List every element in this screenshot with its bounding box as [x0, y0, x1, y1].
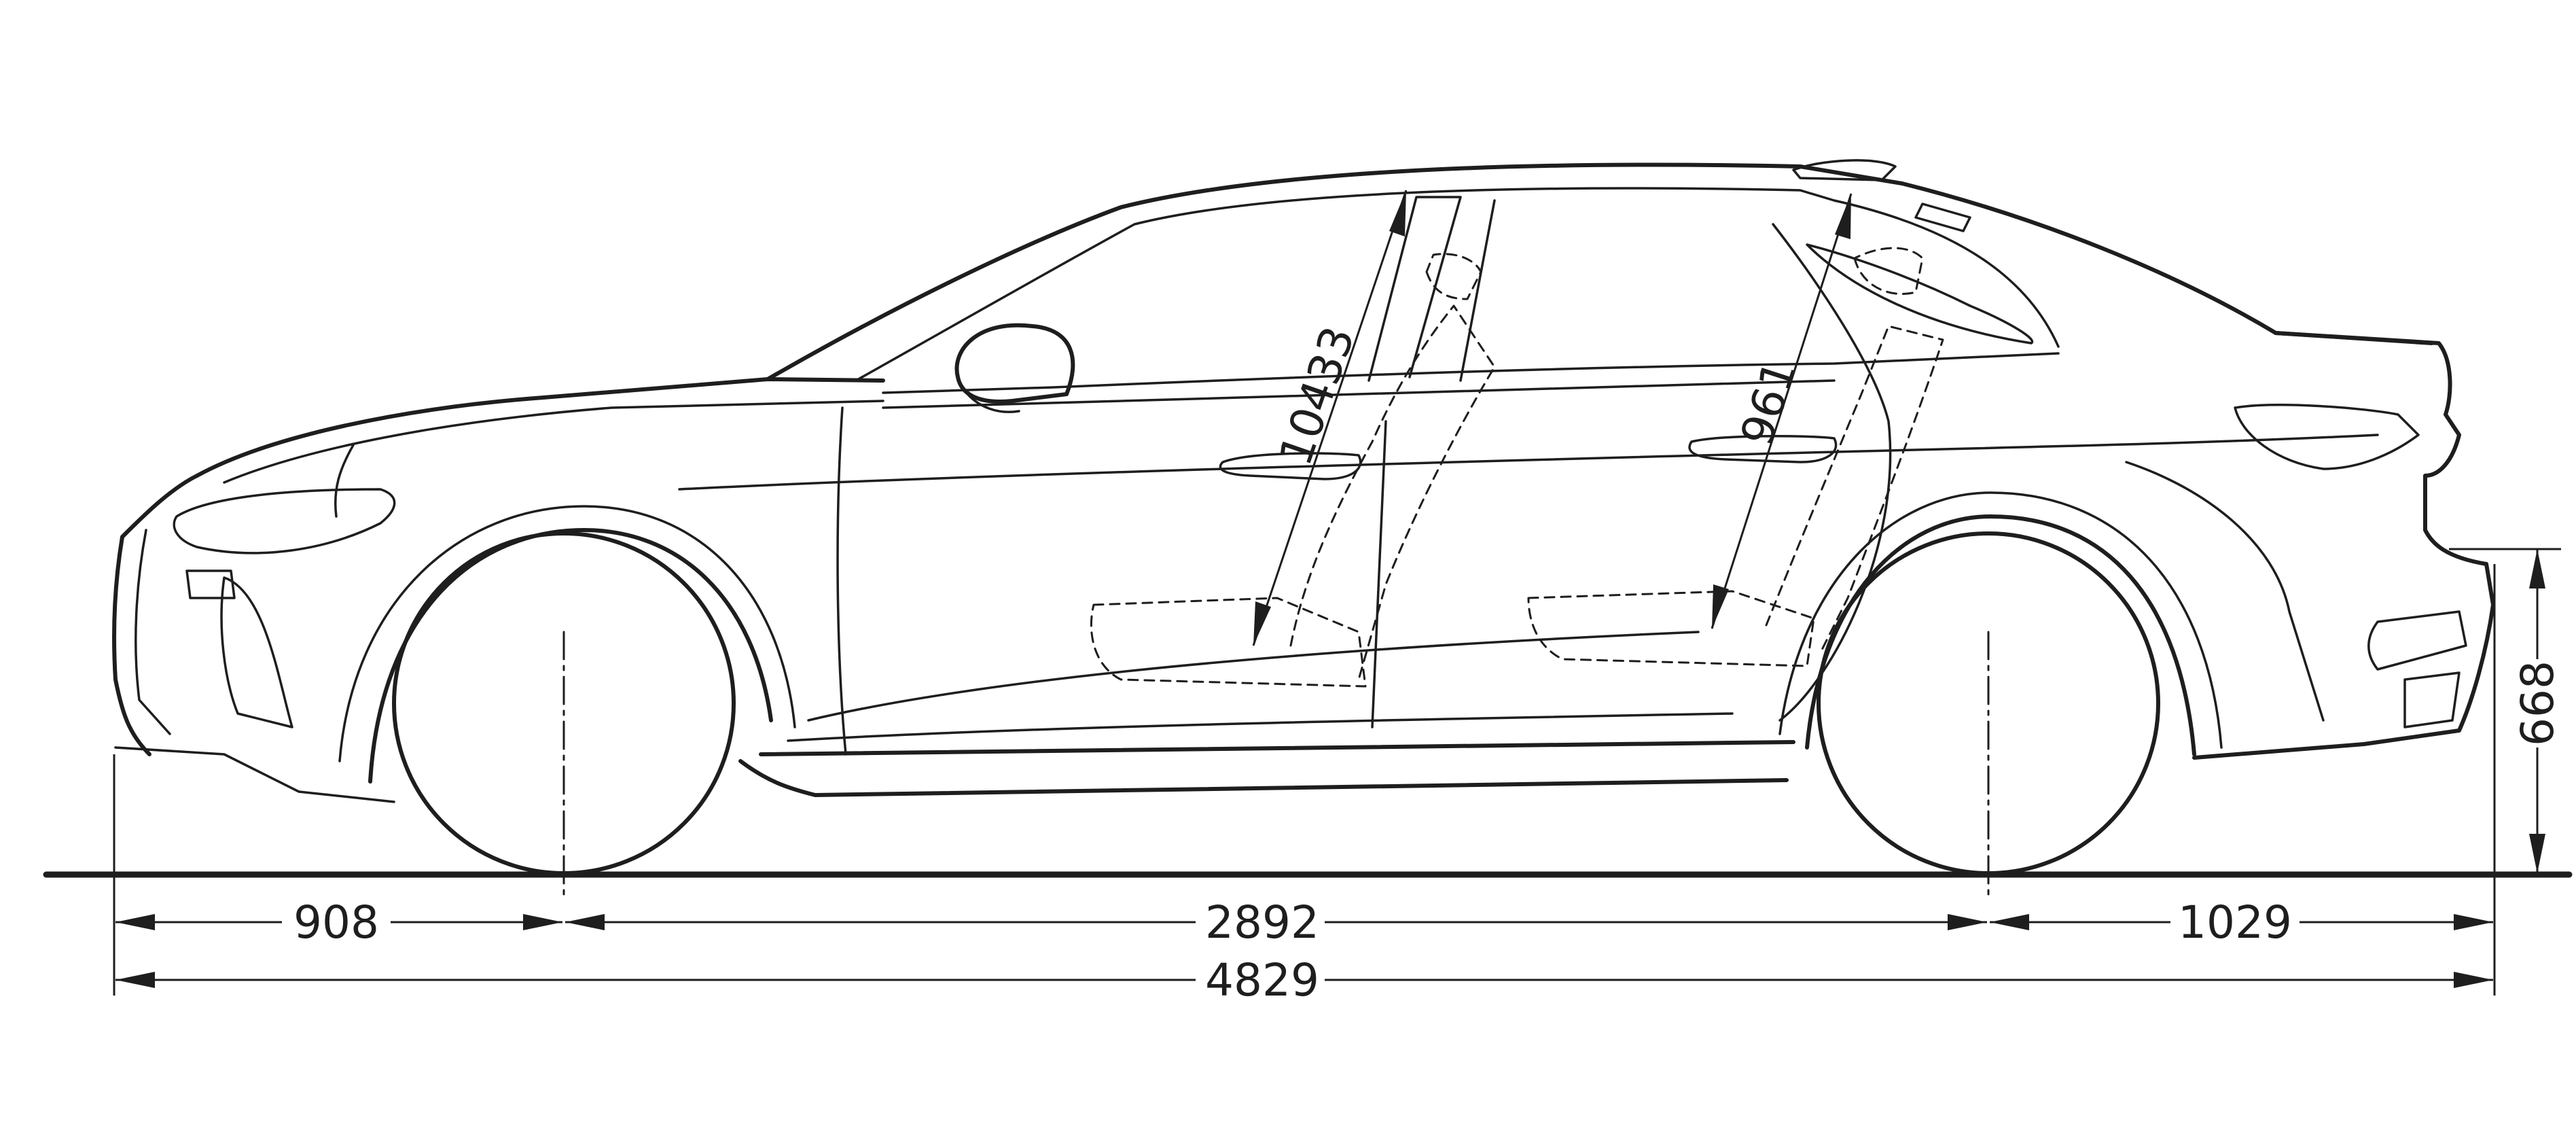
overall-length-label: 4829 — [1205, 954, 1319, 1006]
rear-overhang-label: 1029 — [2178, 896, 2292, 949]
front-wheel — [392, 531, 736, 898]
car-body-outline — [112, 159, 2495, 803]
rear-seat-outline — [1527, 247, 1944, 667]
wheelbase-label: 2892 — [1205, 896, 1319, 949]
front-wheel-arch-inner — [338, 505, 796, 762]
dimension-rear-overhang: 1029 — [1990, 896, 2493, 949]
dimension-rear-height: 668 — [2511, 549, 2564, 873]
front-overhang-label: 908 — [293, 896, 379, 949]
rear-height-label: 668 — [2511, 661, 2564, 746]
dimension-rear-headroom: 961 — [1711, 193, 1853, 629]
front-wheel-arch — [368, 528, 773, 784]
rear-wheel-arch-inner — [1778, 491, 2223, 749]
dimension-wheelbase: 2892 — [565, 896, 1987, 949]
dimension-overall-length: 4829 — [115, 954, 2493, 1006]
front-seat-outline — [1090, 253, 1496, 688]
dimension-front-overhang: 908 — [115, 896, 562, 949]
rear-wheel — [1817, 531, 2160, 898]
